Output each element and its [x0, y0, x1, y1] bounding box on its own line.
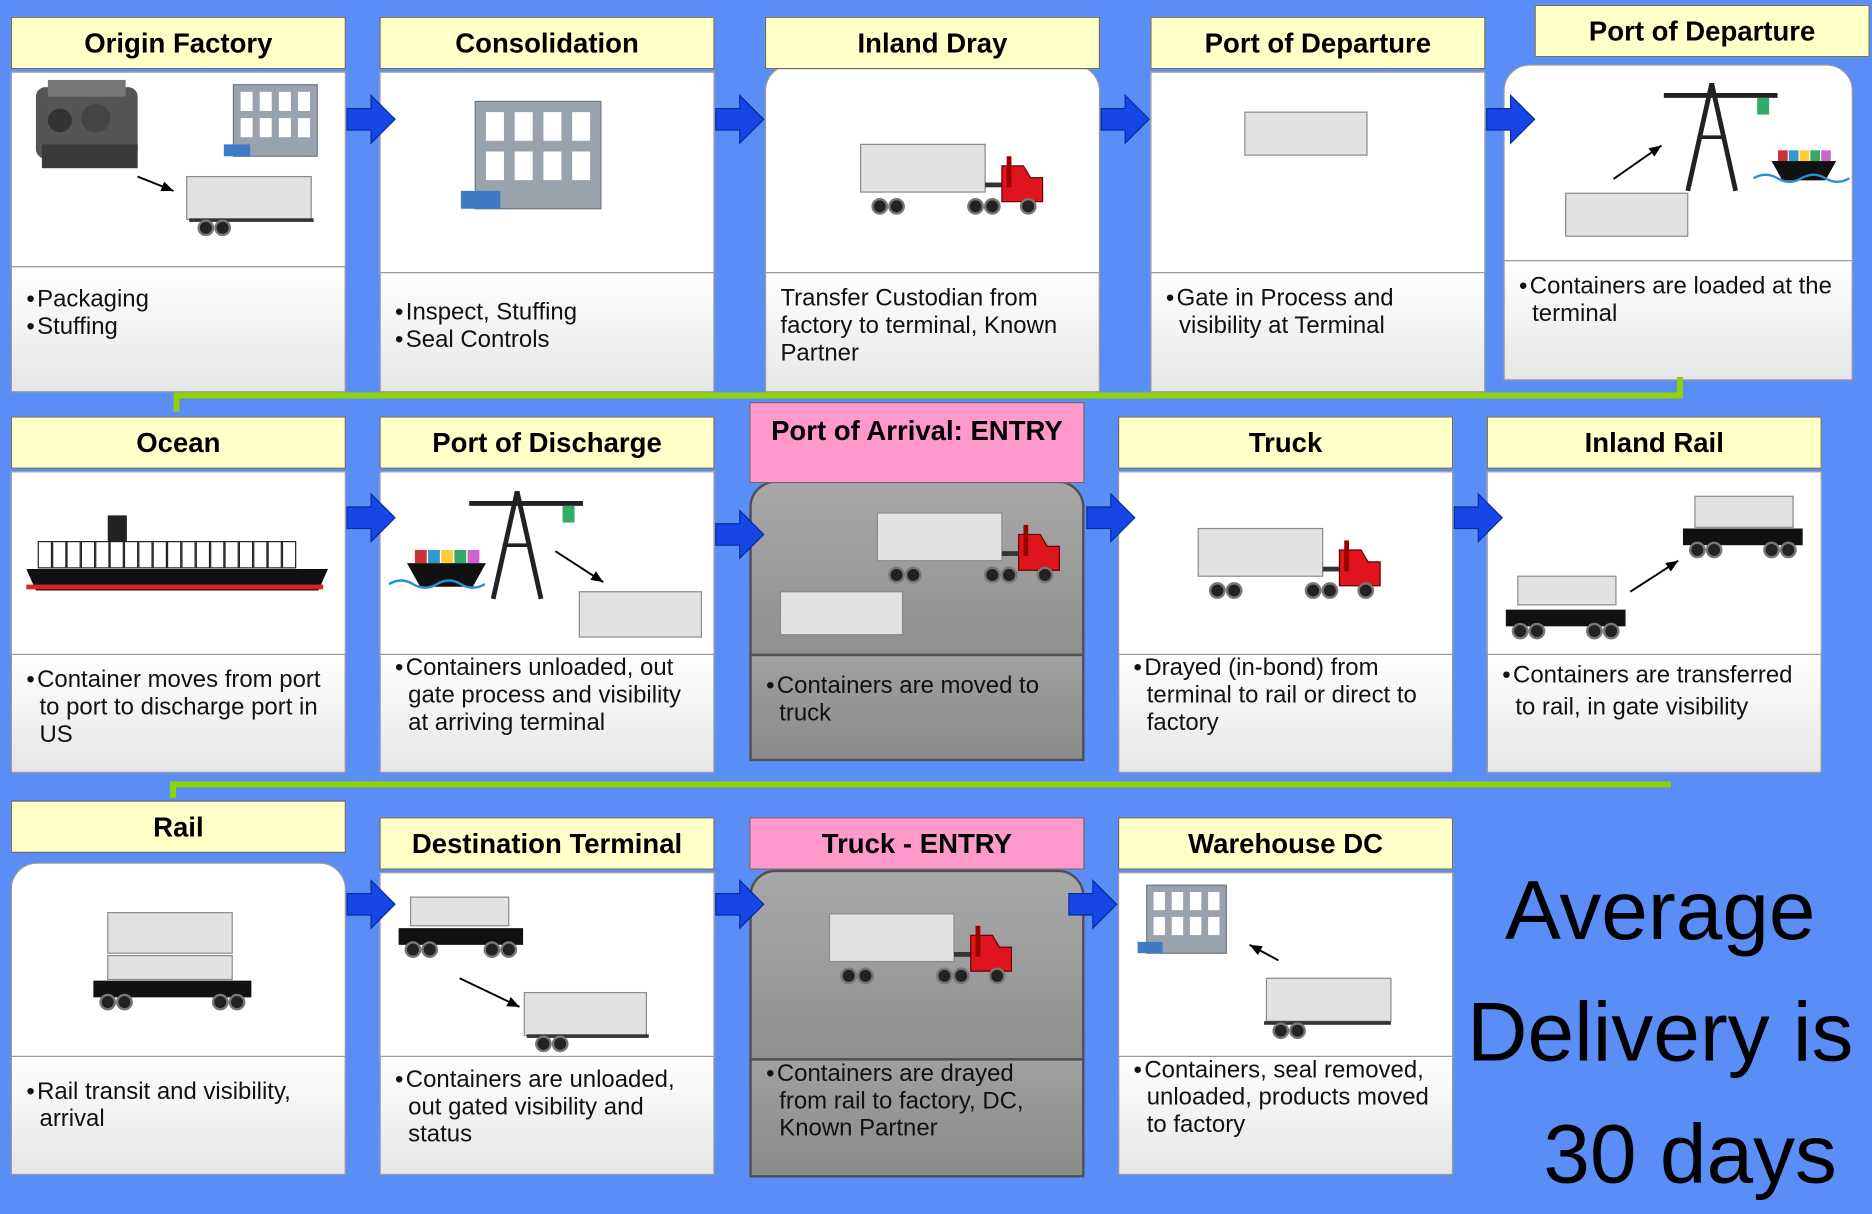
- step-title: Port of Arrival: ENTRY: [749, 402, 1085, 484]
- bullet: Drayed (in-bond) from terminal to rail o…: [1134, 655, 1438, 737]
- crane-ship-illustration: [1503, 64, 1853, 263]
- step-description: Containers, seal removed, unloaded, prod…: [1117, 1055, 1454, 1176]
- bullet: Rail transit and visibility, arrival: [26, 1078, 330, 1133]
- summary-line: Average: [1504, 863, 1816, 957]
- truck-illustration: [749, 869, 1085, 1061]
- summary-line: 30 days: [1543, 1107, 1837, 1201]
- bullet: Containers are loaded at the terminal: [1519, 273, 1837, 328]
- crane-illustration: [379, 471, 715, 657]
- step-description: Drayed (in-bond) from terminal to rail o…: [1117, 653, 1454, 774]
- bullet: Containers, seal removed, unloaded, prod…: [1134, 1057, 1438, 1139]
- step-description: Inspect, Stuffing Seal Controls: [379, 272, 715, 393]
- step-description: Containers are moved to truck: [749, 653, 1085, 762]
- step-title: Inland Dray: [764, 16, 1101, 70]
- rail-to-chassis-illustration: [379, 872, 715, 1059]
- flow-arrow-icon: [1100, 93, 1150, 145]
- bullet: Containers are transferred to rail, in g…: [1502, 660, 1806, 724]
- row-connector-line: [173, 392, 180, 412]
- step-description: Containers unloaded, out gate process an…: [379, 653, 715, 774]
- factory-illustration: [10, 71, 346, 269]
- railcar-illustration: [1486, 471, 1822, 657]
- bullet: Container moves from port to port to dis…: [26, 667, 330, 749]
- step-title: Port of Departure: [1534, 4, 1870, 58]
- bullet: Containers unloaded, out gate process an…: [395, 655, 699, 737]
- truck-illustration: [764, 64, 1101, 275]
- bullet: Containers are unloaded, out gated visib…: [395, 1067, 699, 1149]
- summary-line: Delivery is: [1467, 985, 1854, 1079]
- step-title: Destination Terminal: [379, 817, 715, 870]
- flow-arrow-icon: [715, 93, 765, 145]
- truck-illustration: [1117, 471, 1454, 657]
- step-description: Containers are loaded at the terminal: [1503, 260, 1853, 381]
- ship-illustration: [10, 471, 346, 657]
- step-title: Truck - ENTRY: [749, 817, 1085, 870]
- step-title: Origin Factory: [10, 16, 346, 70]
- average-delivery-summary: Average Delivery is 30 days: [1451, 849, 1870, 1214]
- step-title: Truck: [1117, 416, 1454, 469]
- step-description: Containers are transferred to rail, in g…: [1486, 653, 1822, 774]
- bullet: Seal Controls: [395, 327, 699, 354]
- step-description: Containers are drayed from rail to facto…: [749, 1058, 1085, 1178]
- engine-icon: [35, 79, 138, 169]
- row-connector-line: [169, 781, 1672, 788]
- step-description: Packaging Stuffing: [10, 266, 346, 393]
- row-connector-line: [169, 781, 176, 799]
- row-connector-line: [1676, 376, 1683, 399]
- step-title: Port of Departure: [1150, 16, 1486, 70]
- step-description: Transfer Custodian from factory to termi…: [764, 272, 1101, 393]
- step-title: Warehouse DC: [1117, 817, 1454, 870]
- warehouse-illustration: [1117, 872, 1454, 1059]
- step-description: Rail transit and visibility, arrival: [10, 1055, 346, 1176]
- step-title: Inland Rail: [1486, 416, 1822, 469]
- bullet: Packaging: [26, 286, 330, 313]
- building-illustration: [379, 71, 715, 275]
- container-illustration: [1150, 71, 1486, 275]
- row-connector-line: [177, 392, 1683, 399]
- bullet: Stuffing: [26, 314, 330, 341]
- step-title: Consolidation: [379, 16, 715, 70]
- step-description: Containers are unloaded, out gated visib…: [379, 1055, 715, 1176]
- stacked-railcar-illustration: [10, 862, 346, 1059]
- bullet: Gate in Process and visibility at Termin…: [1166, 285, 1470, 340]
- step-title: Ocean: [10, 416, 346, 469]
- truck-transfer-illustration: [749, 480, 1085, 657]
- step-description: Gate in Process and visibility at Termin…: [1150, 272, 1486, 393]
- bullet: Inspect, Stuffing: [395, 299, 699, 326]
- bullet: Containers are moved to truck: [766, 673, 1068, 728]
- step-title: Rail: [10, 800, 346, 853]
- bullet: Containers are drayed from rail to facto…: [766, 1061, 1068, 1143]
- step-description: Container moves from port to port to dis…: [10, 653, 346, 774]
- step-title: Port of Discharge: [379, 416, 715, 469]
